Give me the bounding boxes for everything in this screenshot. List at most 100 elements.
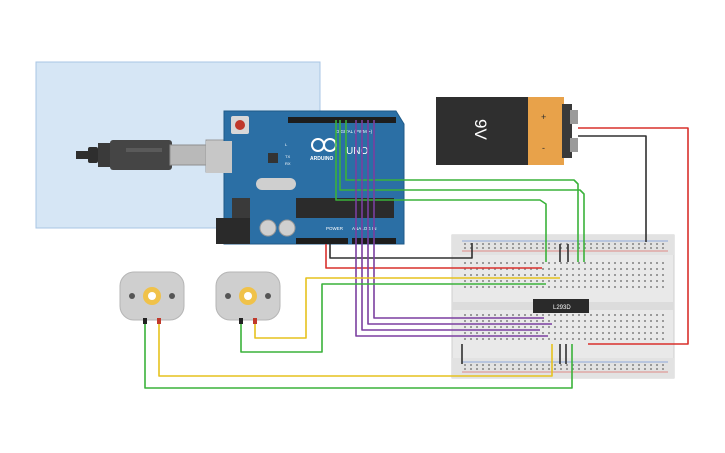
breadboard-hole (494, 332, 496, 334)
breadboard-hole (608, 262, 610, 264)
breadboard-hole (644, 243, 646, 245)
microcontroller-chip (296, 198, 394, 218)
breadboard-hole (506, 247, 508, 249)
breadboard-hole (518, 247, 520, 249)
wire-motor2-green[interactable] (240, 283, 546, 353)
battery-9v[interactable]: 9V + - (436, 97, 578, 165)
breadboard-hole (518, 243, 520, 245)
breadboard-hole (518, 332, 520, 334)
breadboard-hole (488, 364, 490, 366)
breadboard-hole (602, 364, 604, 366)
breadboard-hole (644, 320, 646, 322)
breadboard-hole (524, 368, 526, 370)
breadboard-hole (470, 286, 472, 288)
breadboard-hole (536, 326, 538, 328)
breadboard-hole (626, 247, 628, 249)
breadboard-hole (566, 320, 568, 322)
breadboard-hole (476, 243, 478, 245)
breadboard-hole (524, 268, 526, 270)
digital-header[interactable] (288, 117, 396, 123)
breadboard-hole (554, 247, 556, 249)
breadboard-hole (512, 274, 514, 276)
wires (144, 120, 689, 389)
breadboard-hole (578, 364, 580, 366)
wire-purple-2[interactable] (361, 120, 540, 331)
breadboard-hole (542, 326, 544, 328)
breadboard-hole (530, 274, 532, 276)
breadboard-hole (638, 368, 640, 370)
arduino-board[interactable]: ARDUINO UNO DIGITAL (PWM ~) POWER ANALOG… (206, 110, 405, 245)
breadboard-hole (662, 320, 664, 322)
breadboard-hole (566, 274, 568, 276)
breadboard-hole (470, 274, 472, 276)
l293d-chip[interactable]: L293D (533, 299, 589, 313)
breadboard-hole (506, 280, 508, 282)
wire-5v[interactable] (325, 244, 542, 269)
motor-1[interactable] (119, 271, 185, 324)
breadboard-hole (578, 243, 580, 245)
breadboard-hole (530, 286, 532, 288)
breadboard-hole (614, 368, 616, 370)
breadboard-hole (644, 286, 646, 288)
breadboard-hole (518, 262, 520, 264)
breadboard-hole (614, 247, 616, 249)
breadboard-hole (530, 280, 532, 282)
wire-green-1[interactable] (335, 120, 547, 262)
ic-label: L293D (553, 305, 571, 311)
wire-purple-3[interactable] (367, 120, 552, 325)
breadboard-hole (464, 243, 466, 245)
breadboard-hole (524, 262, 526, 264)
power-header[interactable] (296, 238, 348, 244)
breadboard-hole (566, 247, 568, 249)
wire-battery-negative[interactable] (578, 135, 647, 242)
breadboard-hole (494, 320, 496, 322)
wire-battery-positive[interactable] (578, 127, 689, 345)
breadboard-hole (572, 326, 574, 328)
breadboard-hole (584, 332, 586, 334)
breadboard-hole (626, 320, 628, 322)
wire-motor1-yellow[interactable] (158, 324, 553, 377)
breadboard-hole (536, 274, 538, 276)
breadboard-hole (614, 243, 616, 245)
breadboard-hole (656, 280, 658, 282)
breadboard-hole (518, 314, 520, 316)
breadboard-hole (596, 286, 598, 288)
breadboard-hole (596, 247, 598, 249)
breadboard-hole (476, 326, 478, 328)
wire-green-2[interactable] (339, 120, 585, 262)
wire-gnd[interactable] (329, 243, 473, 259)
wire-purple-1[interactable] (355, 120, 548, 337)
breadboard-hole (548, 332, 550, 334)
breadboard-hole (632, 338, 634, 340)
breadboard-hole (506, 286, 508, 288)
breadboard-hole (584, 243, 586, 245)
breadboard-hole (542, 368, 544, 370)
breadboard-hole (506, 338, 508, 340)
breadboard-hole (650, 326, 652, 328)
breadboard-hole (518, 286, 520, 288)
wire-motor2-yellow[interactable] (254, 277, 560, 339)
breadboard-hole (638, 247, 640, 249)
breadboard-hole (572, 247, 574, 249)
breadboard-hole (560, 338, 562, 340)
breadboard-hole (530, 268, 532, 270)
motor-2[interactable] (215, 271, 281, 324)
breadboard-hole (470, 320, 472, 322)
breadboard-hole (524, 314, 526, 316)
breadboard-hole (608, 243, 610, 245)
breadboard-hole (512, 320, 514, 322)
breadboard-hole (662, 243, 664, 245)
breadboard-hole (632, 314, 634, 316)
breadboard-hole (464, 320, 466, 322)
wire-green-3[interactable] (345, 120, 579, 262)
breadboard-hole (644, 364, 646, 366)
breadboard-hole (650, 364, 652, 366)
wire-motor1-green[interactable] (144, 324, 573, 389)
breadboard-hole (596, 326, 598, 328)
wire-purple-4[interactable] (373, 120, 544, 319)
breadboard-hole (464, 280, 466, 282)
breadboard-hole (482, 280, 484, 282)
breadboard-hole (656, 368, 658, 370)
breadboard-hole (482, 368, 484, 370)
breadboard-hole (638, 286, 640, 288)
